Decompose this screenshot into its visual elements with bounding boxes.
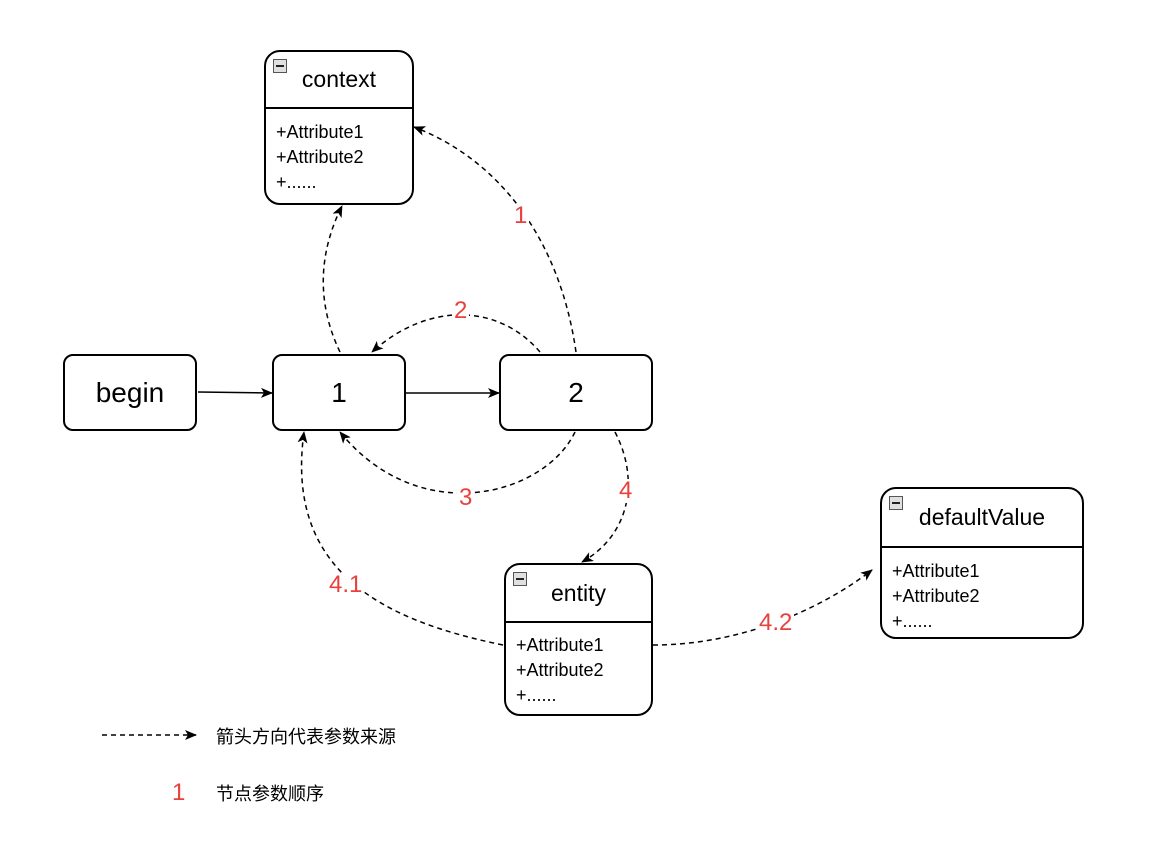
- edge-label-1: 1: [512, 202, 530, 229]
- class-default-value[interactable]: defaultValue +Attribute1 +Attribute2 +..…: [880, 487, 1084, 639]
- node-begin[interactable]: begin: [63, 354, 197, 431]
- node-begin-label: begin: [95, 376, 165, 408]
- attribute-row: +Attribute1: [516, 635, 604, 655]
- node-step-2[interactable]: 2: [499, 354, 653, 431]
- edge-label-4-2: 4.2: [757, 609, 795, 636]
- attribute-row: +Attribute2: [892, 586, 980, 606]
- edge-2-to-context: [413, 126, 577, 353]
- legend-order-text: 节点参数顺序: [216, 784, 324, 805]
- edge-label-4-1: 4.1: [327, 571, 365, 598]
- edge-2-to-1-top: [371, 314, 541, 353]
- collapse-icon[interactable]: [889, 496, 903, 510]
- edge-1-to-context: [322, 205, 343, 353]
- collapse-icon[interactable]: [513, 572, 527, 586]
- attribute-row: +......: [516, 685, 557, 705]
- attribute-row: +Attribute1: [892, 561, 980, 581]
- attribute-row: +Attribute1: [276, 122, 364, 142]
- edge-2-to-entity: [581, 431, 629, 563]
- node-step-1-label: 1: [331, 376, 347, 408]
- class-default-value-header: defaultValue: [882, 489, 1082, 548]
- attribute-row: +Attribute2: [516, 660, 604, 680]
- class-context-attributes: +Attribute1 +Attribute2 +......: [276, 120, 406, 195]
- class-context-header: context: [266, 52, 412, 109]
- edge-label-2: 2: [452, 297, 470, 324]
- attribute-row: +......: [892, 611, 933, 631]
- edge-entity-to-defaultvalue: [652, 569, 873, 646]
- legend-order-number: 1: [172, 779, 186, 806]
- edge-entity-to-1: [297, 431, 504, 646]
- node-step-1[interactable]: 1: [272, 354, 406, 431]
- class-default-value-title: defaultValue: [918, 504, 1046, 530]
- edge-label-3: 3: [457, 484, 475, 511]
- edge-begin-to-1: [197, 387, 273, 398]
- class-entity[interactable]: entity +Attribute1 +Attribute2 +......: [504, 563, 653, 716]
- class-entity-attributes: +Attribute1 +Attribute2 +......: [516, 633, 645, 708]
- class-context[interactable]: context +Attribute1 +Attribute2 +......: [264, 50, 414, 205]
- legend-arrow-text: 箭头方向代表参数来源: [216, 727, 396, 748]
- class-context-title: context: [301, 66, 377, 92]
- node-step-2-label: 2: [568, 376, 584, 408]
- attribute-row: +Attribute2: [276, 147, 364, 167]
- edge-2-to-1-bottom: [339, 431, 576, 494]
- edge-label-4: 4: [617, 477, 635, 504]
- class-default-value-attributes: +Attribute1 +Attribute2 +......: [892, 559, 1076, 634]
- class-entity-header: entity: [506, 565, 651, 623]
- collapse-icon[interactable]: [273, 59, 287, 73]
- attribute-row: +......: [276, 172, 317, 192]
- class-entity-title: entity: [551, 579, 606, 606]
